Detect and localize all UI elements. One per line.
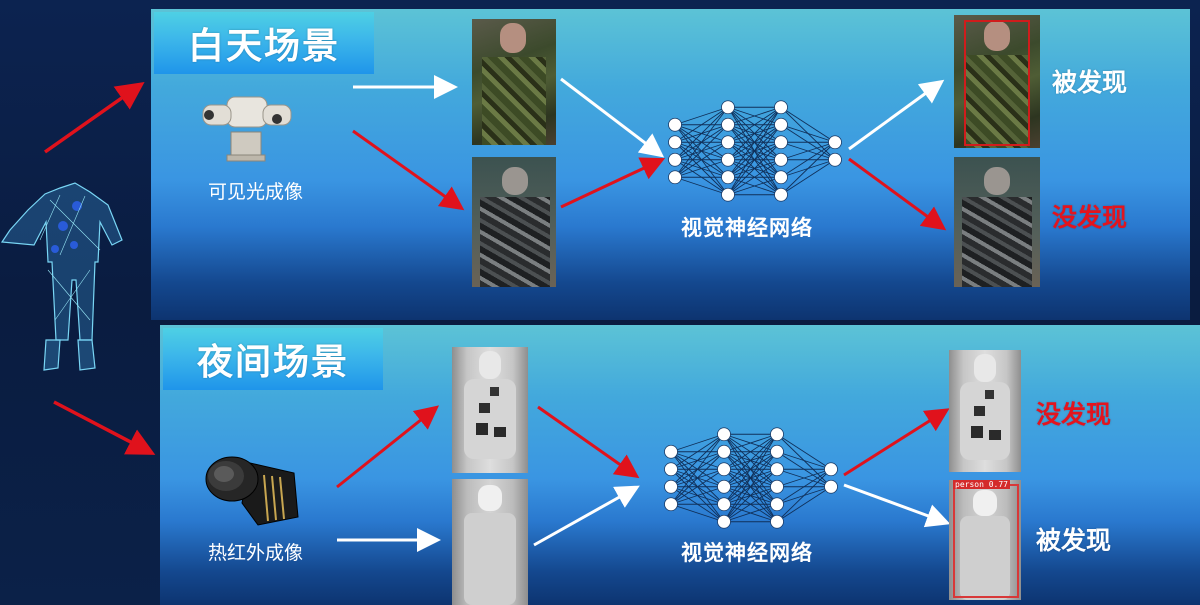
neuron-node	[824, 462, 838, 477]
neuron-node	[770, 427, 784, 442]
visible-light-ptz-camera-icon	[202, 96, 292, 162]
day-input-photo-adversarial-camo	[472, 157, 556, 287]
detection-bounding-box	[953, 484, 1019, 598]
neural-network-icon	[668, 100, 842, 202]
neuron-node	[668, 117, 682, 132]
wireframe-camouflage-uniform-icon	[0, 182, 123, 371]
neuron-node	[721, 152, 735, 167]
night-scene-title: 夜间场景	[163, 328, 383, 390]
night-input-photo-adversarial	[452, 347, 528, 473]
neuron-node	[717, 514, 731, 529]
neuron-node	[717, 427, 731, 442]
neuron-node	[770, 444, 784, 459]
detection-bounding-box	[964, 20, 1030, 146]
neuron-node	[717, 479, 731, 494]
neuron-node	[721, 117, 735, 132]
arrow-to-night	[53, 400, 156, 455]
thermal-label: 热红外成像	[208, 542, 304, 564]
neuron-node	[668, 152, 682, 167]
day-output-photo-missed	[954, 157, 1040, 287]
result-missed: 没发现	[1036, 400, 1112, 429]
subject-area	[0, 81, 156, 455]
neuron-node	[717, 462, 731, 477]
neuron-node	[664, 444, 678, 459]
result-missed: 没发现	[1052, 203, 1128, 232]
thermal-infrared-camera-icon	[205, 456, 299, 526]
neuron-node	[770, 514, 784, 529]
neuron-node	[774, 135, 788, 150]
neuron-node	[774, 152, 788, 167]
arrow-to-day	[43, 81, 145, 154]
night-scene-panel: 夜间场景 热红外成像	[160, 325, 1200, 605]
neuron-node	[774, 100, 788, 115]
neuron-node	[664, 497, 678, 512]
neuron-node	[770, 497, 784, 512]
neuron-node	[770, 479, 784, 494]
night-output-photo-missed	[949, 350, 1021, 472]
neuron-node	[664, 462, 678, 477]
result-detected: 被发现	[1052, 68, 1128, 97]
day-scene-panel: 白天场景 可见光成像	[151, 9, 1190, 320]
night-output-photo-detected: person 0.77	[949, 480, 1021, 600]
neuron-node	[664, 479, 678, 494]
neuron-node	[721, 100, 735, 115]
neuron-node	[824, 479, 838, 494]
neuron-node	[828, 135, 842, 150]
neuron-node	[770, 462, 784, 477]
neuron-node	[774, 170, 788, 185]
day-input-photo-ordinary-camo	[472, 19, 556, 145]
neuron-node	[721, 170, 735, 185]
neuron-node	[774, 117, 788, 132]
neuron-node	[717, 444, 731, 459]
day-scene-title: 白天场景	[154, 12, 374, 74]
detection-confidence-tag: person 0.77	[953, 480, 1010, 489]
neuron-node	[721, 135, 735, 150]
result-detected: 被发现	[1036, 526, 1112, 555]
night-input-photo-ordinary	[452, 479, 528, 605]
day-output-photo-detected	[954, 15, 1040, 148]
neuron-node	[668, 170, 682, 185]
visible-light-label: 可见光成像	[208, 181, 304, 203]
neuron-node	[828, 152, 842, 167]
neural-network-label: 视觉神经网络	[681, 541, 813, 565]
neuron-node	[721, 187, 735, 202]
night-flow-arrows	[336, 405, 951, 552]
day-flow-arrows	[352, 75, 947, 231]
neural-network-icon	[664, 427, 838, 529]
neuron-node	[717, 497, 731, 512]
neural-network-label: 视觉神经网络	[681, 216, 813, 240]
neuron-node	[774, 187, 788, 202]
neuron-node	[668, 135, 682, 150]
